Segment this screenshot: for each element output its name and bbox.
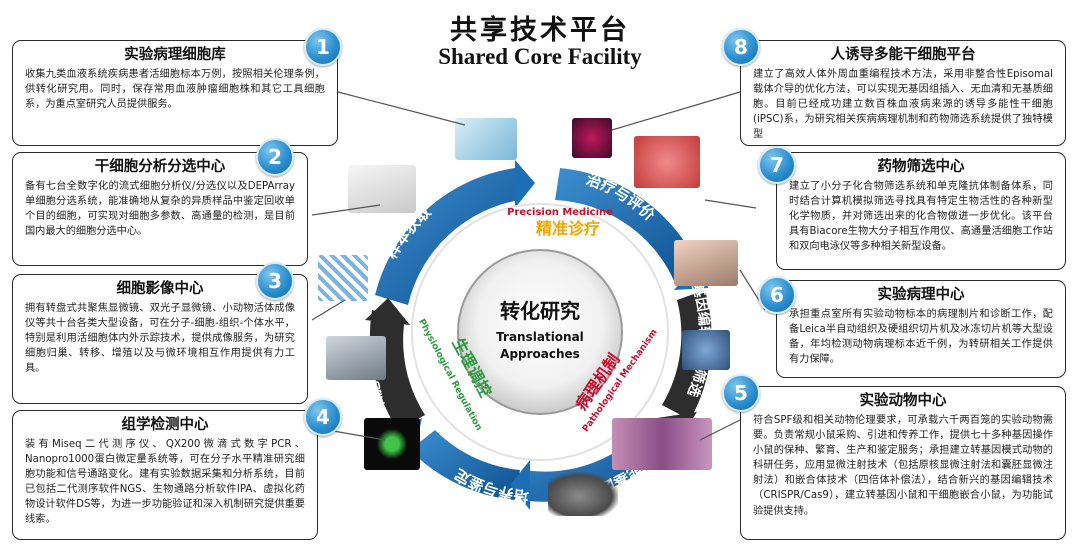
center-hub xyxy=(457,249,623,415)
badge-8: 8 xyxy=(722,28,760,66)
facility-card-7: 药物筛选中心 建立了小分子化合物筛选系统和单克隆抗体制备体系，同时结合计算机模拟… xyxy=(776,152,1066,270)
badge-3: 3 xyxy=(256,262,294,300)
badge-1: 1 xyxy=(304,28,342,66)
facility-body: 拥有转盘式共聚焦显微镜、双光子显微镜、小动物活体成像仪等共十台各类大型设备，可在… xyxy=(25,303,295,375)
facility-title: 组学检测中心 xyxy=(121,417,209,433)
badge-2: 2 xyxy=(256,138,294,176)
inner-label-precision: 精准诊疗 xyxy=(536,219,600,238)
dna-photo xyxy=(318,255,368,301)
badge-7: 7 xyxy=(758,146,796,184)
test-tube-photo xyxy=(455,118,517,160)
facility-body: 建立了高效人体外周血重编程技术方法，采用非整合性Episomal载体介导的优化方… xyxy=(753,69,1053,141)
molecule-photo xyxy=(682,330,730,370)
facility-title: 实验动物中心 xyxy=(859,393,947,409)
petri-dish-photo xyxy=(634,136,700,188)
histology-photo xyxy=(612,418,712,470)
facility-body: 备有七台全数字化的流式细胞分析仪/分选仪以及DEPArray单细胞分选系统，能准… xyxy=(25,181,295,238)
facility-title: 实验病理中心 xyxy=(877,287,965,303)
facility-title: 药物筛选中心 xyxy=(877,159,965,175)
lab-equipment-photo xyxy=(348,165,416,213)
facility-card-5: 实验动物中心 符合SPF级和相关动物伦理要求，可承载六千两百笼的实验动物需要。负… xyxy=(740,386,1066,540)
facility-card-3: 细胞影像中心 拥有转盘式共聚焦显微镜、双光子显微镜、小动物活体成像仪等共十台各类… xyxy=(12,274,308,404)
page-title: 共享技术平台 xyxy=(450,15,630,46)
facility-title: 人诱导多能干细胞平台 xyxy=(830,47,976,63)
badge-4: 4 xyxy=(304,398,342,436)
facility-title: 实验病理细胞库 xyxy=(124,47,226,63)
facility-body: 收集九类血液系统疾病患者活细胞标本万例，按照相关伦理条例，供转化研究用。同时，保… xyxy=(25,69,325,111)
researcher-photo xyxy=(674,240,738,286)
page-subtitle: Shared Core Facility xyxy=(438,44,642,69)
facility-title: 干细胞分析分选中心 xyxy=(94,159,226,175)
facility-body: 符合SPF级和相关动物伦理要求，可承载六千两百笼的实验动物需要。负责常规小鼠采购… xyxy=(753,415,1053,517)
mouse-photo xyxy=(548,472,618,516)
center-title: 转化研究 xyxy=(500,299,580,323)
badge-5: 5 xyxy=(722,374,760,412)
facility-title: 细胞影像中心 xyxy=(116,281,204,297)
cycle-diagram: 样本获取 治疗与评价 基因编辑药物筛选 功能基因组学 培养与鉴定 细胞分选 Pr… xyxy=(361,160,713,510)
center-en-2: Approaches xyxy=(500,347,580,361)
facility-card-1: 实验病理细胞库 收集九类血液系统疾病患者活细胞标本万例，按照相关伦理条例，供转化… xyxy=(12,40,338,146)
facility-body: 装有Miseq二代测序仪、QX200微滴式数字PCR、Nanopro1000蛋白… xyxy=(25,439,305,526)
facility-card-4: 组学检测中心 装有Miseq二代测序仪、QX200微滴式数字PCR、Nanopr… xyxy=(12,410,318,540)
facility-card-6: 实验病理中心 承担重点室所有实验动物标本的病理制片和诊断工作，配备Leica半自… xyxy=(776,280,1066,378)
cell-image-photo xyxy=(572,118,612,158)
facility-body: 承担重点室所有实验动物标本的病理制片和诊断工作，配备Leica半自动组织及硬组织… xyxy=(789,309,1053,366)
inner-label-en-precision: Precision Medicine xyxy=(507,207,613,218)
badge-6: 6 xyxy=(758,276,796,314)
microscope-photo xyxy=(326,336,386,380)
center-en-1: Translational xyxy=(496,330,584,344)
facility-card-2: 干细胞分析分选中心 备有七台全数字化的流式细胞分析仪/分选仪以及DEPArray… xyxy=(12,152,308,266)
fluorescence-photo xyxy=(364,418,420,470)
facility-card-8: 人诱导多能干细胞平台 建立了高效人体外周血重编程技术方法，采用非整合性Episo… xyxy=(740,40,1066,146)
facility-body: 建立了小分子化合物筛选系统和单克隆抗体制备体系，同时结合计算机模拟筛选寻找具有特… xyxy=(789,181,1053,253)
